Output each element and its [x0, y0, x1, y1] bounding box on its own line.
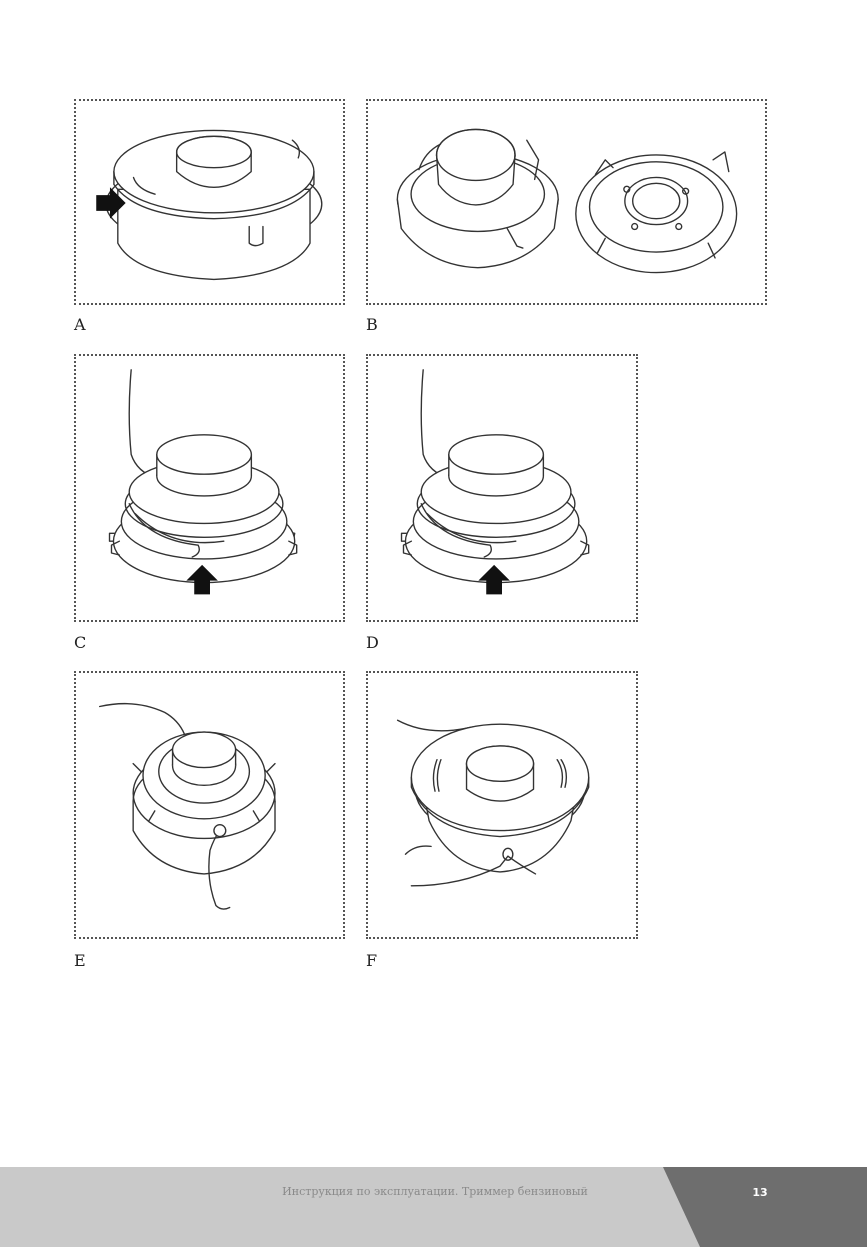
- figure-c-panel: [74, 354, 345, 622]
- spool-insert-illustration: [98, 702, 276, 910]
- figure-c-label: C: [74, 633, 87, 652]
- trimmer-head-closed-illustration: [96, 129, 323, 281]
- figure-e-panel: [74, 671, 345, 939]
- figure-a-label: A: [74, 315, 86, 334]
- figure-a-panel: [74, 99, 345, 305]
- footer-dark-band: [663, 1167, 867, 1247]
- trimmer-head-parts-illustration: [396, 128, 738, 274]
- spool-winding-illustration-d: [400, 369, 590, 595]
- figure-f-panel: [366, 671, 638, 939]
- page-footer: Инструкция по эксплуатации. Триммер бенз…: [0, 1167, 867, 1247]
- figure-d-panel: [366, 354, 638, 622]
- figure-f-label: F: [366, 951, 378, 970]
- figure-b-label: B: [366, 315, 378, 334]
- footer-band: [0, 1167, 867, 1247]
- figure-d-label: D: [366, 633, 379, 652]
- spool-winding-illustration-c: [108, 369, 298, 595]
- assembled-head-illustration: [396, 719, 590, 887]
- figure-e-label: E: [74, 951, 86, 970]
- footer-title: Инструкция по эксплуатации. Триммер бенз…: [282, 1185, 588, 1198]
- page-number: 13: [752, 1186, 768, 1199]
- figure-b-panel: [366, 99, 767, 305]
